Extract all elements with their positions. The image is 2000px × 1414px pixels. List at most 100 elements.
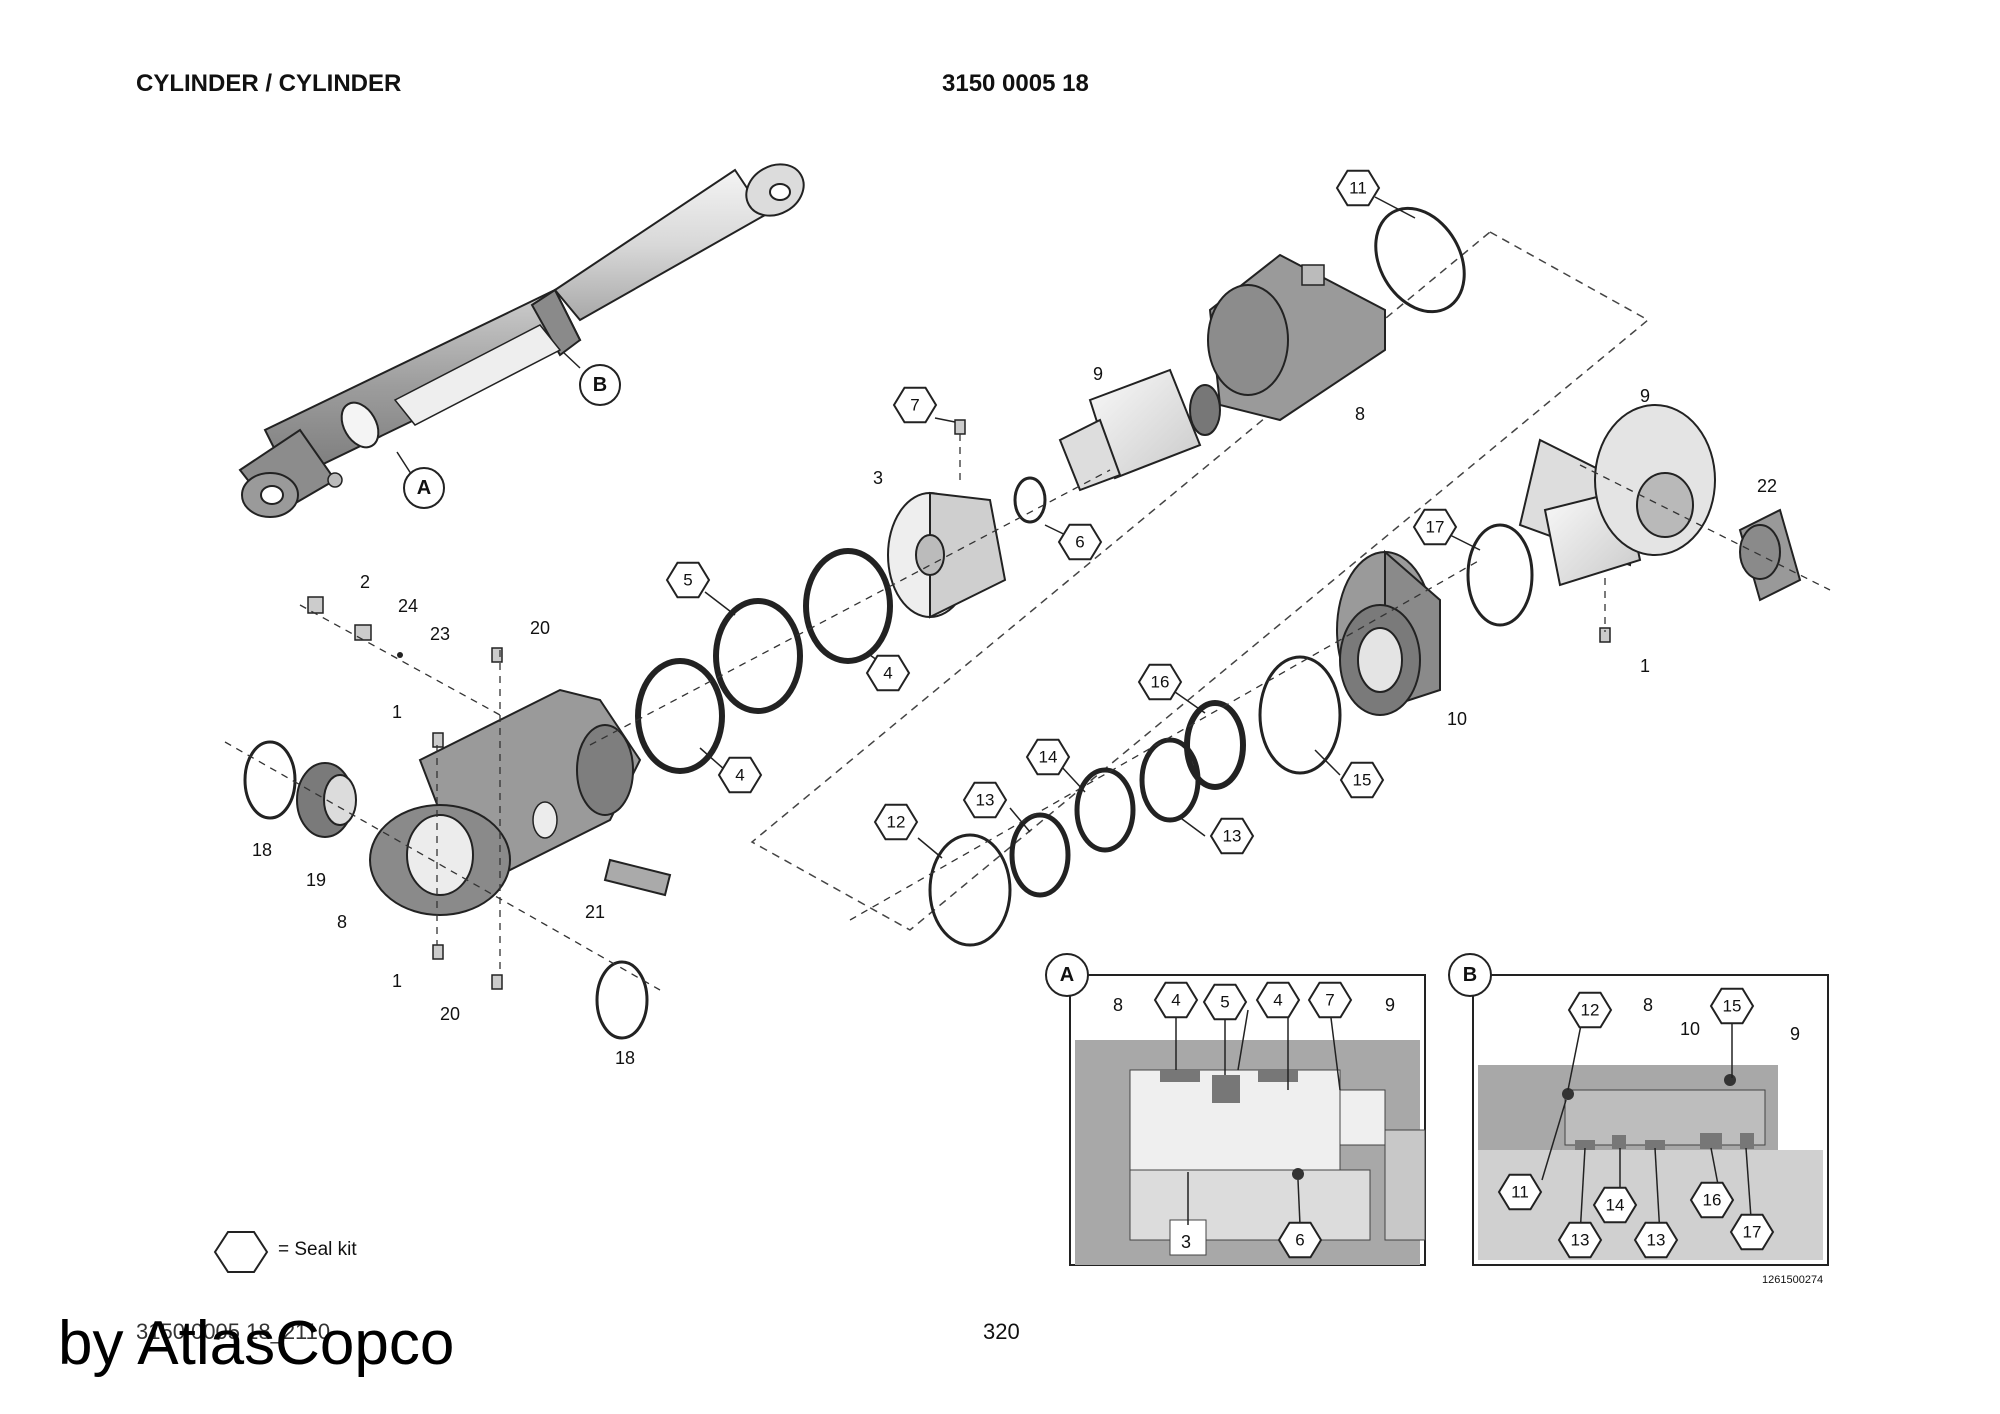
- svg-text:4: 4: [1273, 991, 1282, 1010]
- detail-circle-A[interactable]: A: [1045, 953, 1089, 997]
- piston-rod-9: [1058, 368, 1221, 492]
- label-21: 21: [585, 902, 605, 922]
- assembly-outline: [750, 231, 1650, 931]
- center-lines: [224, 434, 1831, 991]
- bushing-22: [1738, 508, 1802, 602]
- callout-circle-B[interactable]: B: [579, 364, 621, 406]
- leader-lines: [699, 196, 1753, 1236]
- svg-text:6: 6: [1075, 533, 1084, 552]
- hex-callout-17[interactable]: 17: [1729, 1213, 1775, 1251]
- svg-text:11: 11: [1349, 179, 1367, 198]
- detail-view-A: [1069, 974, 1426, 1266]
- hex-callout-11[interactable]: 11: [1497, 1173, 1543, 1211]
- hex-callout-12[interactable]: 12: [1567, 991, 1613, 1029]
- svg-text:13: 13: [1571, 1231, 1590, 1250]
- o-ring-11: [1374, 206, 1466, 314]
- page-number: 320: [983, 1319, 1020, 1344]
- detail-b-label-10: 10: [1680, 1019, 1700, 1039]
- detail-b-label-9: 9: [1790, 1024, 1800, 1044]
- svg-text:13: 13: [1647, 1231, 1666, 1250]
- hex-callout-17[interactable]: 17: [1412, 508, 1458, 546]
- svg-text:A: A: [417, 477, 431, 499]
- svg-text:4: 4: [735, 766, 744, 785]
- hex-callout-13[interactable]: 13: [1557, 1221, 1603, 1259]
- svg-text:B: B: [593, 374, 607, 396]
- hex-callout-12[interactable]: 12: [873, 803, 919, 841]
- footer-code: 3150 0005 18_2110: [136, 1319, 331, 1344]
- hex-callout-15[interactable]: 15: [1709, 987, 1755, 1025]
- svg-text:5: 5: [683, 571, 692, 590]
- label-8b: 8: [337, 912, 347, 932]
- svg-text:B: B: [1463, 964, 1477, 986]
- hex-callout-14[interactable]: 14: [1025, 738, 1071, 776]
- svg-text:16: 16: [1703, 1191, 1722, 1210]
- grease-nipple-1: [432, 732, 444, 748]
- seal-17: [1466, 523, 1534, 627]
- detail-a-label-8: 8: [1113, 995, 1123, 1015]
- grease-nipple-1b: [432, 944, 444, 960]
- hex-callout-6[interactable]: 6: [1057, 523, 1103, 561]
- page-title: CYLINDER / CYLINDER: [136, 70, 402, 97]
- o-ring-15: [1258, 655, 1342, 775]
- image-code: 1261500274: [1762, 1274, 1824, 1286]
- guide-ring-4: [803, 548, 893, 664]
- hex-callout-16[interactable]: 16: [1137, 663, 1183, 701]
- grease-nipple-1c: [1599, 627, 1611, 643]
- grease-nipple-7: [954, 419, 966, 435]
- label-23: 23: [430, 624, 450, 644]
- hex-callout-11[interactable]: 11: [1335, 169, 1381, 207]
- hex-callout-13[interactable]: 13: [962, 781, 1008, 819]
- hex-callout-15[interactable]: 15: [1339, 761, 1385, 799]
- label-18: 18: [252, 840, 272, 860]
- svg-text:A: A: [1060, 964, 1074, 986]
- label-2: 2: [360, 572, 370, 592]
- part-number: 3150 0005 18: [942, 70, 1089, 97]
- svg-text:15: 15: [1353, 771, 1372, 790]
- plug-24: [354, 624, 372, 641]
- hex-callout-16[interactable]: 16: [1689, 1181, 1735, 1219]
- hex-callout-13[interactable]: 13: [1209, 817, 1255, 855]
- piston-seal-5: [713, 598, 803, 714]
- svg-text:11: 11: [1511, 1183, 1529, 1202]
- hex-callout-14[interactable]: 14: [1592, 1186, 1638, 1224]
- gland-19: [296, 762, 357, 838]
- label-1b: 1: [392, 971, 402, 991]
- grease-nipple-20: [491, 647, 503, 663]
- cylinder-base-8: [369, 688, 642, 916]
- svg-text:4: 4: [883, 664, 892, 683]
- callout-circle-A[interactable]: A: [403, 467, 445, 509]
- hex-callout-6[interactable]: 6: [1277, 1221, 1323, 1259]
- check-valve-21: [603, 858, 672, 897]
- svg-text:13: 13: [1223, 827, 1242, 846]
- rod-eye-9: [1518, 404, 1716, 587]
- hex-callout-13[interactable]: 13: [1633, 1221, 1679, 1259]
- guide-ring-13: [1139, 737, 1201, 823]
- svg-text:14: 14: [1039, 748, 1058, 767]
- label-8: 8: [1355, 404, 1365, 424]
- hex-callout-7[interactable]: 7: [892, 386, 938, 424]
- label-19: 19: [306, 870, 326, 890]
- legend-seal-kit: = Seal kit: [278, 1239, 357, 1260]
- svg-text:4: 4: [1171, 991, 1180, 1010]
- svg-text:7: 7: [910, 396, 919, 415]
- guide-ring-13b: [1009, 812, 1071, 898]
- hex-callout-4[interactable]: 4: [717, 756, 763, 794]
- label-24: 24: [398, 596, 418, 616]
- detail-circle-B[interactable]: B: [1448, 953, 1492, 997]
- guide-ring-4b: [635, 658, 725, 774]
- detail-a-label-9: 9: [1385, 995, 1395, 1015]
- hex-callout-5[interactable]: 5: [1202, 983, 1248, 1021]
- hex-callout-5[interactable]: 5: [665, 561, 711, 599]
- label-9: 9: [1093, 364, 1103, 384]
- hex-callout-4[interactable]: 4: [865, 654, 911, 692]
- svg-text:12: 12: [1581, 1001, 1600, 1020]
- retaining-ring-18: [243, 740, 297, 820]
- hex-callout-7[interactable]: 7: [1307, 981, 1353, 1019]
- label-9b: 9: [1640, 386, 1650, 406]
- hex-callout-4[interactable]: 4: [1153, 981, 1199, 1019]
- hex-callout-4[interactable]: 4: [1255, 981, 1301, 1019]
- svg-text:17: 17: [1426, 518, 1445, 537]
- o-ring-6: [1013, 476, 1047, 524]
- grease-nipple-20b: [491, 974, 503, 990]
